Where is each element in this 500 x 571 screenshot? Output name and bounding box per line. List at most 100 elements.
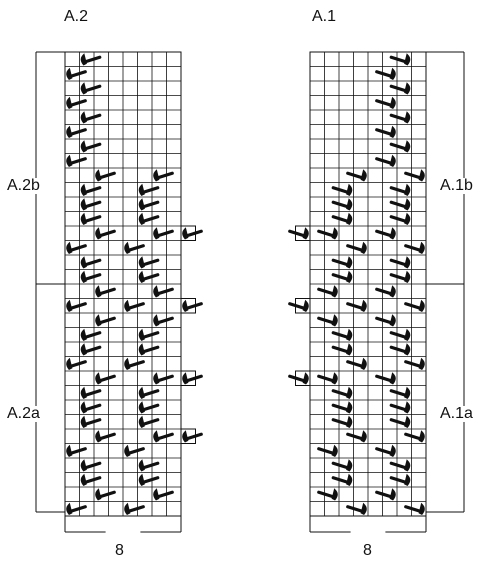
decrease-stitch-symbol	[153, 314, 174, 327]
decrease-stitch-symbol	[80, 53, 102, 66]
decrease-stitch-symbol	[331, 401, 353, 414]
decrease-stitch-symbol	[389, 328, 411, 342]
decrease-stitch-symbol	[389, 459, 411, 472]
decrease-stitch-symbol	[124, 357, 145, 371]
decrease-stitch-symbol	[80, 183, 102, 197]
decrease-stitch-symbol	[95, 314, 116, 327]
decrease-stitch-symbol	[138, 328, 160, 342]
decrease-stitch-symbol	[153, 169, 174, 182]
decrease-stitch-symbol	[331, 459, 353, 472]
decrease-stitch-symbol	[389, 140, 411, 153]
decrease-stitch-symbol	[80, 459, 102, 472]
decrease-stitch-symbol	[331, 473, 353, 487]
decrease-stitch-symbol	[288, 299, 309, 313]
decrease-stitch-symbol	[288, 372, 309, 385]
decrease-stitch-symbol	[66, 125, 87, 139]
decrease-stitch-symbol	[375, 488, 396, 501]
decrease-stitch-symbol	[404, 299, 425, 313]
decrease-stitch-symbol	[389, 473, 411, 487]
decrease-stitch-symbol	[331, 270, 353, 284]
decrease-stitch-symbol	[317, 285, 338, 298]
decrease-stitch-symbol	[153, 430, 174, 443]
decrease-stitch-symbol	[331, 386, 353, 400]
decrease-stitch-symbol	[389, 82, 411, 95]
decrease-stitch-symbol	[331, 198, 353, 211]
decrease-stitch-symbol	[124, 241, 145, 255]
decrease-stitch-symbol	[375, 227, 396, 240]
decrease-stitch-symbol	[80, 328, 102, 342]
section-label-a1b: A.1b	[438, 177, 475, 194]
stitch-count-a2: 8	[113, 542, 126, 559]
section-label-a1a: A.1a	[438, 405, 475, 422]
decrease-stitch-symbol	[80, 111, 102, 124]
decrease-stitch-symbol	[66, 502, 87, 516]
decrease-stitch-symbol	[80, 82, 102, 95]
decrease-stitch-symbol	[138, 473, 160, 487]
decrease-stitch-symbol	[80, 343, 102, 356]
decrease-stitch-symbol	[182, 430, 203, 443]
decrease-stitch-symbol	[138, 343, 160, 356]
decrease-stitch-symbol	[153, 227, 174, 240]
decrease-stitch-symbol	[375, 314, 396, 327]
decrease-stitch-symbol	[138, 401, 160, 414]
section-label-a2a: A.2a	[5, 405, 42, 422]
decrease-stitch-symbol	[317, 488, 338, 501]
decrease-stitch-symbol	[80, 415, 102, 429]
decrease-stitch-symbol	[138, 256, 160, 269]
decrease-stitch-symbol	[389, 53, 411, 66]
decrease-stitch-symbol	[317, 314, 338, 327]
decrease-stitch-symbol	[375, 444, 396, 458]
decrease-stitch-symbol	[346, 241, 367, 255]
chart-title-a2: A.2	[62, 8, 91, 25]
decrease-stitch-symbol	[95, 227, 116, 240]
decrease-stitch-symbol	[404, 241, 425, 255]
decrease-stitch-symbol	[138, 183, 160, 197]
decrease-stitch-symbol	[80, 401, 102, 414]
decrease-stitch-symbol	[80, 256, 102, 269]
decrease-stitch-symbol	[95, 430, 116, 443]
decrease-stitch-symbol	[331, 256, 353, 269]
decrease-stitch-symbol	[346, 430, 367, 443]
decrease-stitch-symbol	[80, 212, 102, 226]
decrease-stitch-symbol	[66, 241, 87, 255]
decrease-stitch-symbol	[138, 212, 160, 226]
decrease-stitch-symbol	[95, 285, 116, 298]
decrease-stitch-symbol	[182, 372, 203, 385]
decrease-stitch-symbol	[375, 154, 396, 168]
decrease-stitch-symbol	[317, 444, 338, 458]
decrease-stitch-symbol	[66, 299, 87, 313]
stitch-count-a1: 8	[361, 542, 374, 559]
decrease-stitch-symbol	[95, 488, 116, 501]
decrease-stitch-symbol	[331, 415, 353, 429]
chart-title-a1: A.1	[310, 8, 339, 25]
decrease-stitch-symbol	[375, 125, 396, 139]
decrease-stitch-symbol	[80, 386, 102, 400]
decrease-stitch-symbol	[389, 212, 411, 226]
decrease-stitch-symbol	[138, 459, 160, 472]
decrease-stitch-symbol	[331, 328, 353, 342]
decrease-stitch-symbol	[124, 299, 145, 313]
decrease-stitch-symbol	[80, 198, 102, 211]
decrease-stitch-symbol	[66, 96, 87, 110]
section-label-a2b: A.2b	[5, 177, 42, 194]
decrease-stitch-symbol	[346, 169, 367, 182]
decrease-stitch-symbol	[80, 140, 102, 153]
decrease-stitch-symbol	[66, 444, 87, 458]
decrease-stitch-symbol	[346, 299, 367, 313]
decrease-stitch-symbol	[331, 343, 353, 356]
decrease-stitch-symbol	[317, 227, 338, 240]
decrease-stitch-symbol	[404, 357, 425, 371]
decrease-stitch-symbol	[389, 415, 411, 429]
decrease-stitch-symbol	[389, 401, 411, 414]
decrease-stitch-symbol	[138, 415, 160, 429]
decrease-stitch-symbol	[95, 372, 116, 385]
decrease-stitch-symbol	[124, 502, 145, 516]
decrease-stitch-symbol	[66, 67, 87, 81]
decrease-stitch-symbol	[404, 430, 425, 443]
decrease-stitch-symbol	[389, 343, 411, 356]
decrease-stitch-symbol	[288, 227, 309, 240]
decrease-stitch-symbol	[66, 154, 87, 168]
decrease-stitch-symbol	[124, 444, 145, 458]
decrease-stitch-symbol	[389, 270, 411, 284]
